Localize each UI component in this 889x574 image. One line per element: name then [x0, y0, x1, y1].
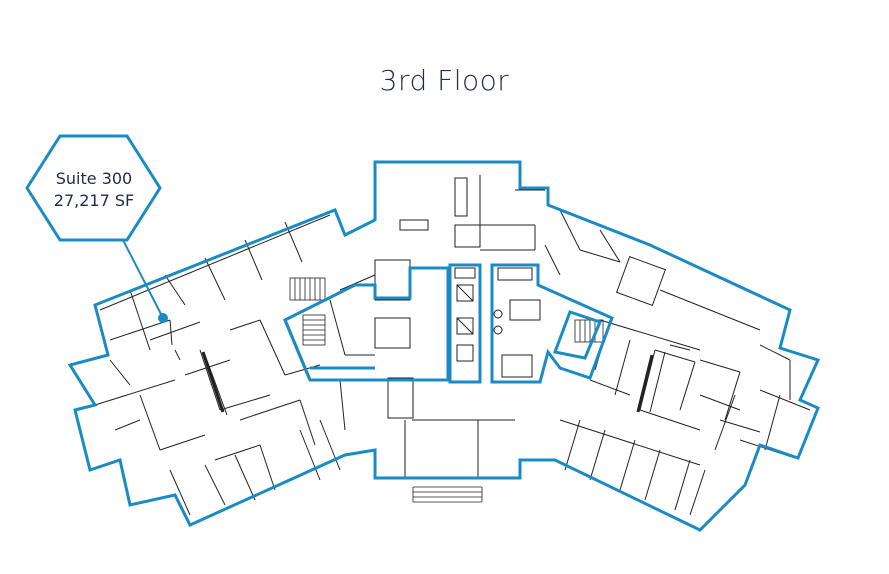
stairs	[289, 277, 604, 503]
elevator-core	[454, 267, 541, 378]
callout-dot	[158, 313, 168, 323]
suite-outline	[67, 160, 821, 532]
interior-walls	[94, 175, 811, 516]
structural-walls	[201, 351, 654, 413]
callout-hexagon	[25, 134, 162, 242]
suite-callout: Suite 300 27,217 SF	[25, 134, 168, 323]
suite-name: Suite 300	[56, 169, 132, 188]
floor-title: 3rd Floor	[379, 64, 510, 97]
suite-area: 27,217 SF	[54, 191, 134, 210]
callout-leader	[121, 237, 164, 319]
